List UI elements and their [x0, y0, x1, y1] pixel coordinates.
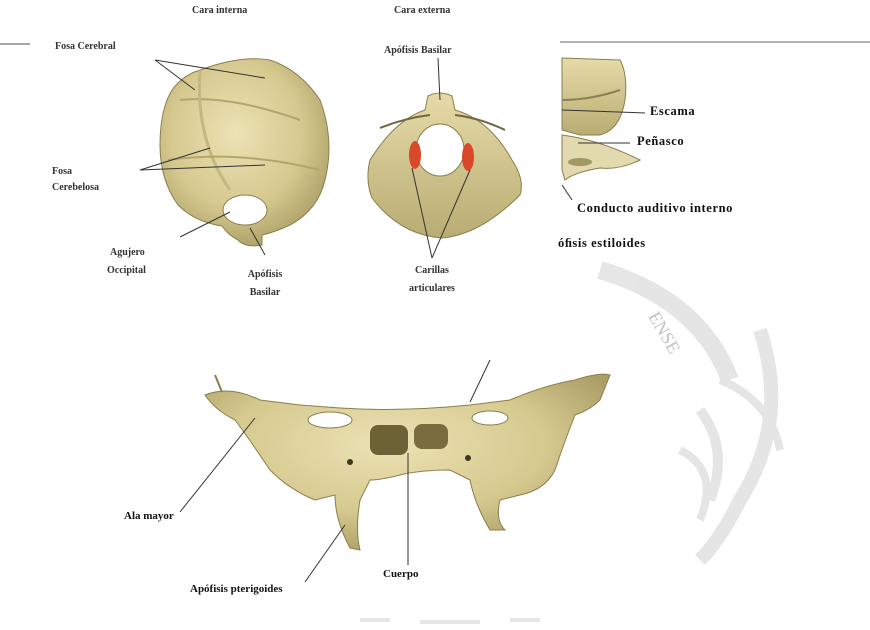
condyle-facet-right — [462, 143, 474, 171]
label-apofisis-basilar-int-line1: Apófisis — [240, 268, 290, 282]
temporal-bone-fragment — [562, 58, 640, 180]
label-agujero-line1: Agujero — [110, 246, 145, 260]
foramen-magnum-external — [416, 124, 464, 176]
label-fosa-cerebelosa-line1: Fosa — [52, 165, 72, 179]
sphenoid-sinus-right — [414, 424, 448, 449]
foramen-magnum-internal — [223, 195, 267, 225]
label-carillas-line2: articulares — [396, 282, 468, 296]
label-agujero-line2: Occipital — [107, 264, 146, 278]
label-cara-externa: Cara externa — [394, 4, 450, 18]
label-apofisis-basilar-int-line2: Basilar — [240, 286, 290, 300]
label-penasco: Peñasco — [637, 134, 684, 149]
label-apofisis-pterigoides: Apófisis pterigoides — [190, 583, 283, 595]
label-ala-mayor: Ala mayor — [124, 510, 174, 522]
condyle-facet-left — [409, 141, 421, 169]
label-fosa-cerebelosa-line2: Cerebelosa — [52, 181, 99, 195]
label-conducto: Conducto auditivo interno — [577, 201, 733, 216]
label-apofisis-basilar-ext: Apófisis Basilar — [384, 44, 452, 58]
label-escama: Escama — [650, 104, 695, 119]
occipital-external-bone — [368, 93, 521, 238]
label-cuerpo: Cuerpo — [383, 568, 418, 580]
label-carillas-line1: Carillas — [402, 264, 462, 278]
label-cara-interna: Cara interna — [192, 4, 247, 18]
label-fosa-cerebral: Fosa Cerebral — [55, 40, 116, 54]
label-estiloides: óﬁsis estiloides — [558, 236, 646, 251]
occipital-internal-bone — [160, 59, 329, 246]
sphenoid-sinus-left — [370, 425, 408, 455]
